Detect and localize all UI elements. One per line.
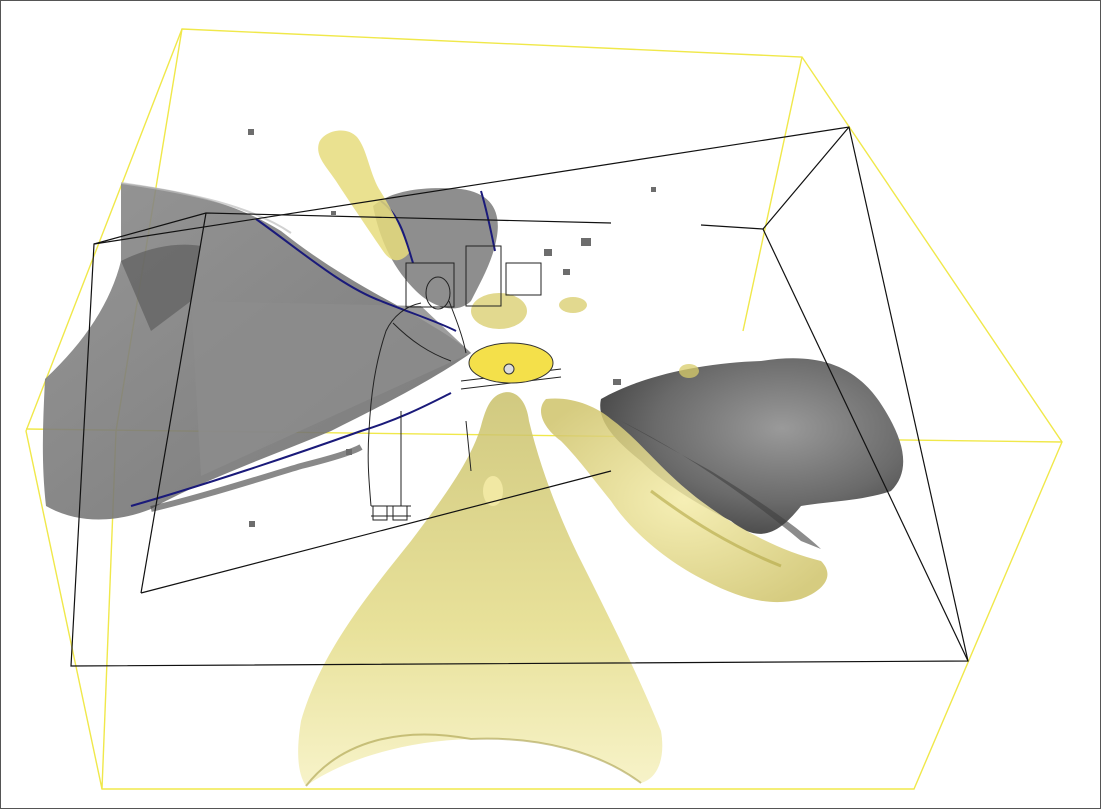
- yellow-isosurface-cone: [298, 392, 663, 787]
- yellow-isosurface-upper-tube: [318, 130, 699, 378]
- gray-isosurface-right: [600, 358, 904, 549]
- floating-particles: [248, 129, 656, 527]
- gray-isosurface-left: [42, 182, 472, 520]
- yellow-isosurface-right: [541, 398, 828, 603]
- black-bounding-box: [70, 126, 969, 667]
- yellow-plate: [468, 342, 554, 384]
